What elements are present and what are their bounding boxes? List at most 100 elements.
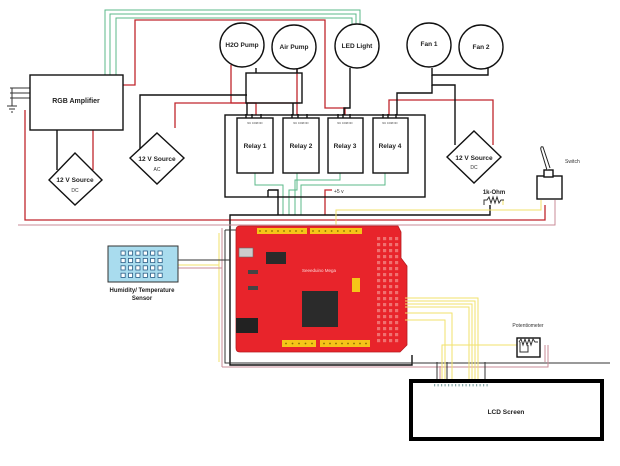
mcu-chip — [302, 291, 338, 327]
lcd-screen: LCD Screen — [409, 379, 604, 441]
humidity-temperature-sensor: Humidity/ Temperature Sensor — [107, 245, 179, 302]
sensor-vent — [120, 257, 126, 263]
sensor-vent — [150, 257, 156, 263]
proto-pad — [383, 339, 387, 343]
toggle-switch: Switch — [536, 146, 580, 200]
svg-text:LCD Screen: LCD Screen — [488, 409, 525, 416]
switch-2 — [248, 286, 258, 290]
proto-pad — [383, 297, 387, 301]
header-pin — [347, 342, 349, 345]
relay-4: NC COM NO Relay 4 — [372, 117, 409, 174]
proto-pad — [377, 237, 381, 241]
proto-pad — [383, 255, 387, 259]
sensor-wires — [178, 259, 230, 269]
proto-pad — [383, 303, 387, 307]
proto-pad — [377, 327, 381, 331]
header-pin — [353, 342, 355, 345]
header-pin — [336, 230, 339, 232]
svg-text:Air Pump: Air Pump — [280, 44, 309, 51]
fan-2: Fan 2 — [458, 24, 504, 70]
proto-pad — [395, 315, 399, 319]
header-pin — [277, 230, 279, 232]
seeeduino-mega-board: Seeeduino Mega — [235, 225, 408, 353]
header-pin — [323, 342, 325, 345]
lcd-pin — [486, 384, 488, 387]
header-pin — [341, 342, 343, 345]
proto-pad — [383, 315, 387, 319]
header-pin — [324, 230, 327, 232]
header-pin — [298, 342, 300, 345]
proto-pad — [395, 255, 399, 259]
sensor-vent — [157, 265, 163, 271]
proto-pad — [389, 273, 393, 277]
lcd-pin — [437, 384, 439, 387]
power-jack — [236, 318, 258, 333]
header-pin — [318, 230, 321, 232]
proto-pad — [383, 321, 387, 325]
proto-pad — [395, 243, 399, 247]
proto-pad — [389, 333, 393, 337]
proto-pad — [395, 309, 399, 313]
svg-text:NC COM NO: NC COM NO — [337, 121, 352, 125]
proto-pad — [395, 237, 399, 241]
sensor-vent — [127, 272, 133, 278]
lcd-pin — [469, 384, 471, 387]
proto-pad — [395, 321, 399, 325]
proto-pad — [395, 333, 399, 337]
svg-text:LED Light: LED Light — [342, 43, 374, 50]
header-pin — [304, 342, 307, 345]
sensor-vent — [157, 250, 163, 256]
sensor-vent — [127, 250, 133, 256]
proto-pad — [389, 309, 393, 313]
lcd-data-wires — [405, 297, 520, 380]
sensor-vent — [135, 250, 141, 256]
svg-text:NC COM NO: NC COM NO — [293, 121, 308, 125]
proto-pad — [389, 237, 393, 241]
proto-pad — [377, 267, 381, 271]
proto-pad — [389, 297, 393, 301]
svg-text:Sensor: Sensor — [132, 296, 153, 302]
air-pump: Air Pump — [271, 24, 317, 70]
proto-pad — [383, 327, 387, 331]
sensor-grid — [120, 250, 163, 278]
proto-pad — [377, 243, 381, 247]
lcd-pin-row — [434, 384, 488, 387]
proto-pad — [377, 255, 381, 259]
board-pin-grid — [259, 230, 399, 345]
header-pin — [365, 342, 367, 345]
proto-pad — [389, 279, 393, 283]
header-pin — [291, 342, 294, 345]
lcd-pin — [441, 384, 443, 387]
sensor-vent — [142, 250, 148, 256]
lcd-pin — [472, 384, 474, 387]
header-pin — [311, 342, 313, 345]
dc-source-left: 12 V Source DC — [48, 152, 104, 206]
svg-text:Relay 2: Relay 2 — [290, 143, 313, 150]
lcd-pin — [476, 384, 478, 387]
proto-pad — [389, 303, 393, 307]
header-pin — [283, 230, 285, 232]
proto-pad — [383, 249, 387, 253]
header-pin — [355, 230, 358, 232]
sensor-vent — [127, 265, 133, 271]
proto-pad — [383, 267, 387, 271]
lcd-pin — [462, 384, 464, 387]
proto-pad — [389, 321, 393, 325]
relay-2: NC COM NO Relay 2 — [282, 117, 320, 174]
header-pin — [271, 230, 273, 232]
svg-text:12 V Source: 12 V Source — [138, 156, 176, 163]
proto-pad — [389, 315, 393, 319]
proto-pad — [383, 285, 387, 289]
svg-text:DC: DC — [71, 188, 79, 194]
sensor-vent — [142, 265, 148, 271]
proto-pad — [389, 339, 393, 343]
proto-pad — [389, 285, 393, 289]
header-pin — [301, 230, 303, 232]
lcd-pin — [455, 384, 457, 387]
relay-1: NC COM NO Relay 1 — [236, 117, 274, 174]
rgb-amplifier-label: RGB Amplifier — [52, 98, 100, 105]
resistor-1k: 1k-Ohm — [483, 190, 505, 205]
proto-pad — [377, 339, 381, 343]
header-bottom-right — [320, 340, 370, 347]
sensor-vent — [150, 265, 156, 271]
